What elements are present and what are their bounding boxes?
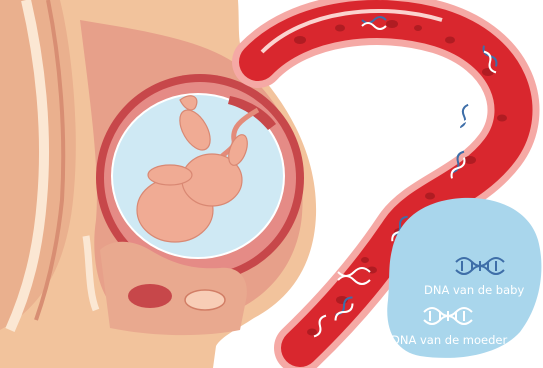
mother-dna-label: DNA van de moeder (391, 333, 507, 347)
bladder (185, 290, 225, 310)
cervix (128, 284, 172, 308)
baby-dna-label: DNA van de baby (424, 283, 524, 297)
plasma-pool: DNA van de baby DNA van de moeder (387, 198, 541, 358)
